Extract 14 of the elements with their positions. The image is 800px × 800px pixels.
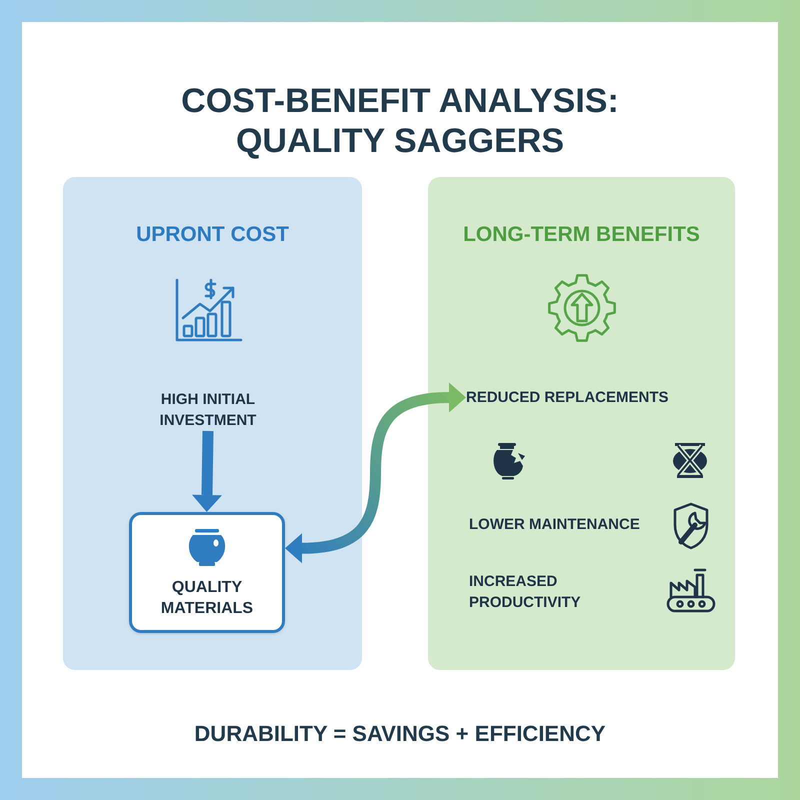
panel-heading: LONG-TERM BENEFITS bbox=[462, 222, 701, 248]
material-box bbox=[129, 512, 285, 633]
title: COST-BENEFIT ANALYSIS: QUALITY SAGGERS bbox=[180, 81, 620, 161]
benefit-panel bbox=[428, 177, 735, 670]
benefit-label: LOWER MAINTENANCE bbox=[469, 515, 641, 535]
panel-heading: UPRONT COST bbox=[135, 222, 290, 248]
cost-panel bbox=[63, 177, 362, 670]
curved-double-arrow bbox=[285, 382, 466, 564]
benefit-label: REDUCED REPLACEMENTS bbox=[466, 387, 684, 408]
caption: DURABILITY = SAVINGS + EFFICIENCY bbox=[193, 720, 607, 748]
down-arrow bbox=[192, 430, 222, 512]
benefit-label: INCREASED PRODUCTIVITY bbox=[469, 572, 582, 613]
step-label: HIGH INITIAL INVESTMENT bbox=[143, 389, 273, 431]
box-label: QUALITY MATERIALS bbox=[160, 578, 254, 619]
